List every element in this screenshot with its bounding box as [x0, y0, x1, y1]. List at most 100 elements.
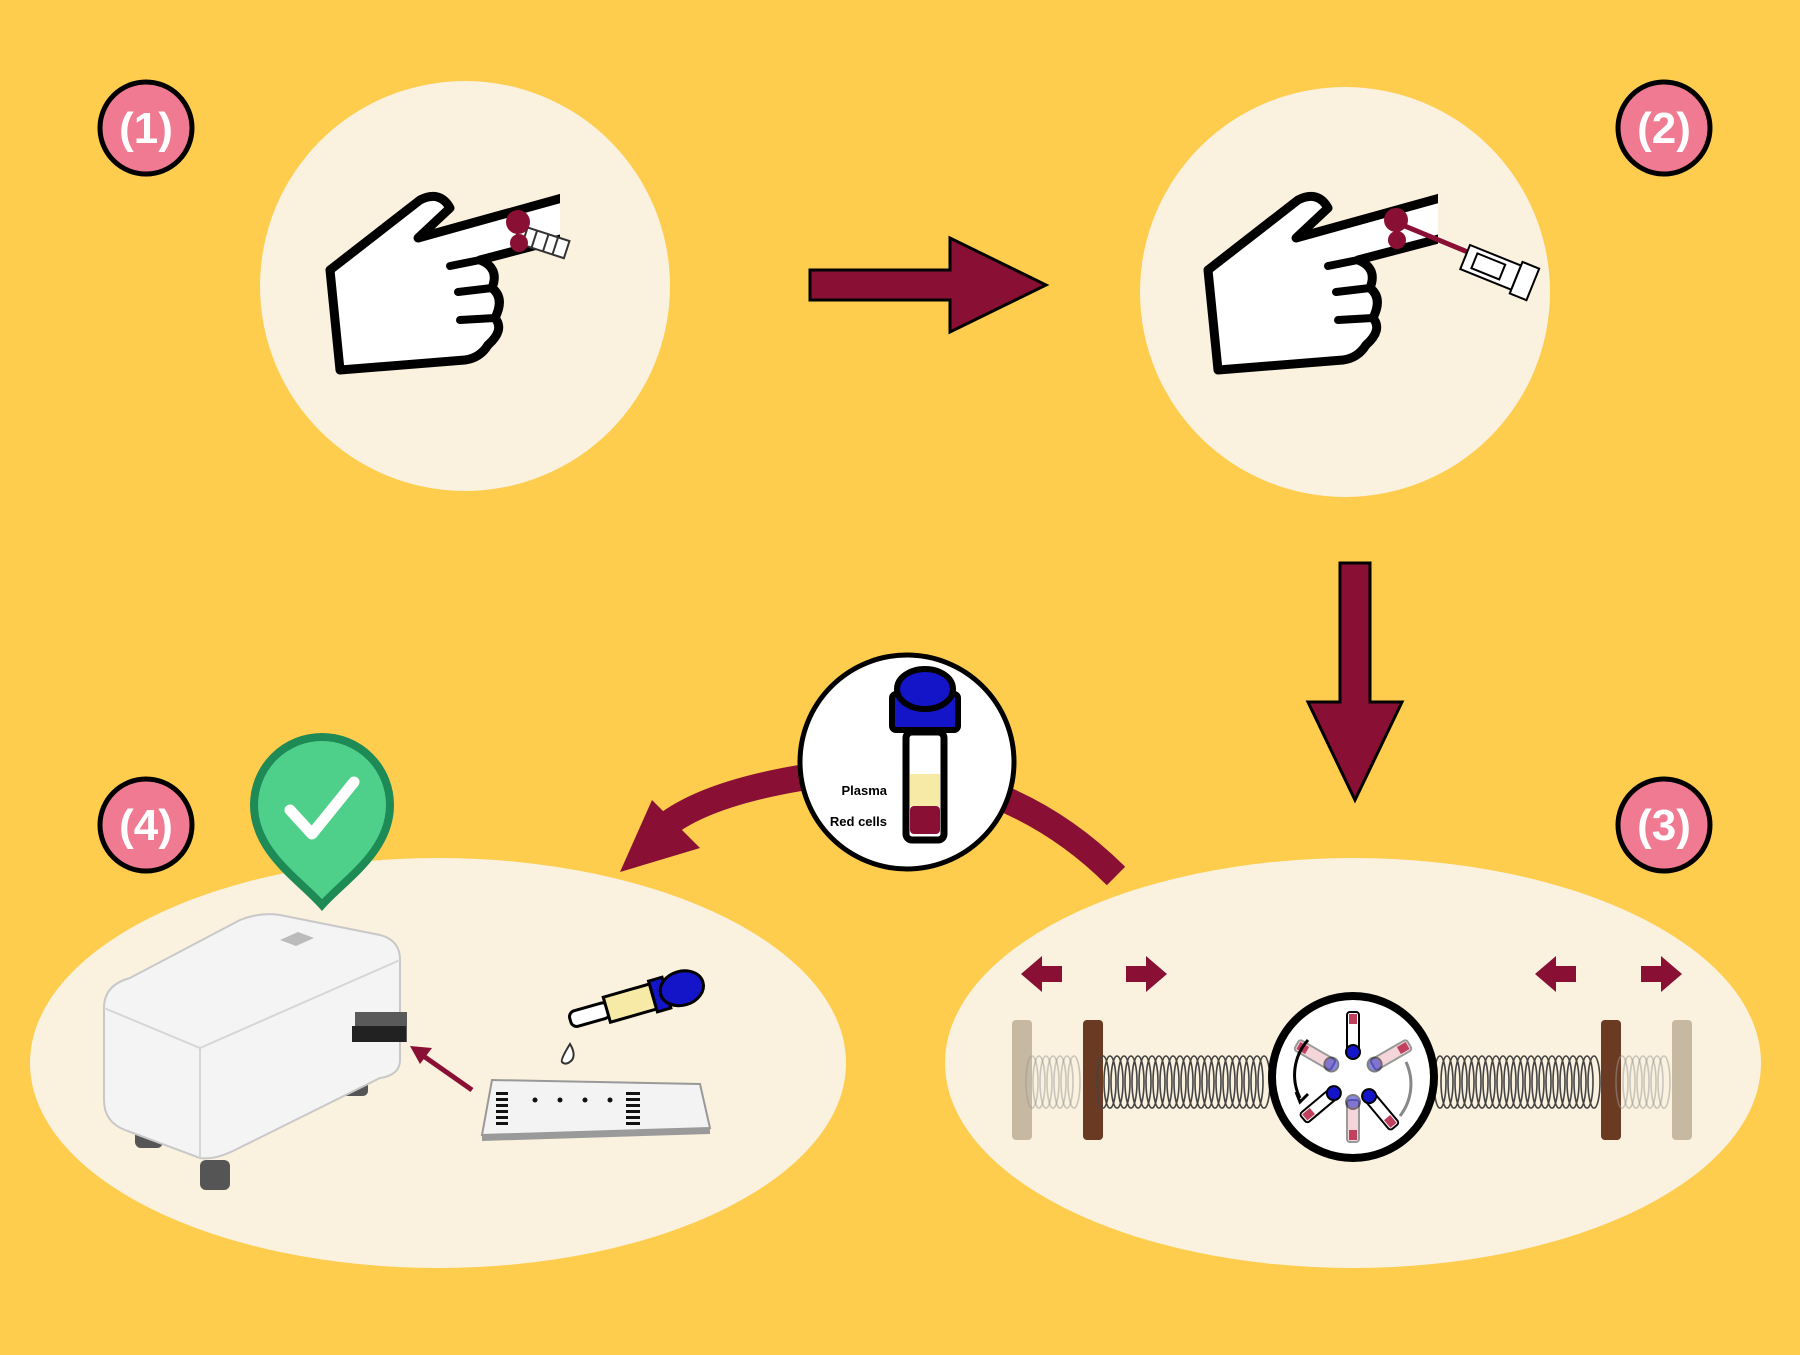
spring-coil: [1573, 1055, 1587, 1109]
spring-coil: [1503, 1055, 1517, 1109]
blood-drop-icon: [1384, 208, 1408, 249]
spring-coil: [1152, 1055, 1166, 1109]
strip-bar: [496, 1098, 508, 1101]
spring-coil: [1067, 1055, 1081, 1109]
spring-coil: [1215, 1055, 1229, 1109]
spring-coil: [1243, 1055, 1257, 1109]
rotor-tube: [1361, 1088, 1400, 1131]
step-2-panel: [1140, 87, 1550, 497]
spring-coil: [1222, 1055, 1236, 1109]
spring-coil: [1538, 1055, 1552, 1109]
spring-coil: [1552, 1055, 1566, 1109]
spring-coil: [1173, 1055, 1187, 1109]
spring-coil: [1440, 1055, 1454, 1109]
spring-coil: [1482, 1055, 1496, 1109]
check-marker-icon: [249, 733, 395, 912]
tube-inset: Plasma Red cells: [797, 652, 1017, 872]
spring-coil: [1096, 1055, 1110, 1109]
spring-coil: [1629, 1055, 1643, 1109]
step-number: (3): [1637, 801, 1691, 850]
blood-drop-icon: [506, 210, 530, 252]
spring-coil: [1545, 1055, 1559, 1109]
spring-coil: [1145, 1055, 1159, 1109]
spring-coil: [1046, 1055, 1060, 1109]
left-arrow-icon: [1021, 956, 1576, 992]
spring-coil: [1124, 1055, 1138, 1109]
lancet-icon: [513, 223, 571, 260]
spring-coil: [1138, 1055, 1152, 1109]
spring-coil: [1201, 1055, 1215, 1109]
spring-coil: [1053, 1055, 1067, 1109]
spring-coil: [1636, 1055, 1650, 1109]
spring-coil: [1650, 1055, 1664, 1109]
capillary-tube-icon: [1394, 219, 1541, 302]
spring-icon: [1025, 1055, 1671, 1109]
spring-coil: [1208, 1055, 1222, 1109]
spring-coil: [1060, 1055, 1074, 1109]
strip-well: [607, 1097, 613, 1103]
red-cells-label: Red cells: [830, 814, 887, 829]
strip-bar: [626, 1092, 640, 1095]
rotor-tube: [1345, 1011, 1361, 1060]
strip-bar: [626, 1116, 640, 1119]
dropper-icon: [560, 969, 705, 1065]
strip-bar: [496, 1092, 508, 1095]
spring-coil: [1187, 1055, 1201, 1109]
spring-coil: [1468, 1055, 1482, 1109]
reader-device-icon: [103, 913, 407, 1190]
step-badge-1: (1): [97, 79, 195, 177]
spring-coil: [1566, 1055, 1580, 1109]
spring-coil: [1250, 1055, 1264, 1109]
spring-coil: [1131, 1055, 1145, 1109]
plasma-label: Plasma: [841, 783, 887, 798]
spring-coil: [1580, 1055, 1594, 1109]
spring-coil: [1025, 1055, 1039, 1109]
spring-coil: [1159, 1055, 1173, 1109]
spring-coil: [1236, 1055, 1250, 1109]
strip-bar: [626, 1110, 640, 1113]
strip-bar: [496, 1116, 508, 1119]
spring-coil: [1615, 1055, 1629, 1109]
right-arrow-icon: [1126, 956, 1682, 992]
strip-bar: [626, 1098, 640, 1101]
spring-coil: [1039, 1055, 1053, 1109]
spring-coil: [1531, 1055, 1545, 1109]
spring-coil: [1510, 1055, 1524, 1109]
step-number: (2): [1637, 104, 1691, 153]
strip-bar: [626, 1122, 640, 1125]
step-number: (1): [119, 104, 173, 153]
spring-coil: [1447, 1055, 1461, 1109]
spring-coil: [1117, 1055, 1131, 1109]
spring-coil: [1103, 1055, 1117, 1109]
strip-well: [532, 1097, 538, 1103]
spring-coil: [1032, 1055, 1046, 1109]
step-4-panel: [30, 733, 846, 1268]
insert-arrow-icon: [410, 1046, 474, 1093]
strip-well: [557, 1097, 563, 1103]
spring-coil: [1643, 1055, 1657, 1109]
step-badge-4: (4): [97, 776, 195, 874]
post-icon: [1012, 1020, 1692, 1140]
step-badge-3: (3): [1615, 776, 1713, 874]
spring-coil: [1524, 1055, 1538, 1109]
step-badge-2: (2): [1615, 79, 1713, 177]
spring-coil: [1559, 1055, 1573, 1109]
spring-coil: [1475, 1055, 1489, 1109]
strip-bar: [496, 1110, 508, 1113]
spring-coil: [1229, 1055, 1243, 1109]
step-number: (4): [119, 801, 173, 850]
strip-bar: [496, 1104, 508, 1107]
spring-coil: [1110, 1055, 1124, 1109]
spring-coil: [1489, 1055, 1503, 1109]
step-3-panel: [945, 858, 1761, 1268]
spring-coil: [1166, 1055, 1180, 1109]
spring-coil: [1622, 1055, 1636, 1109]
spring-coil: [1454, 1055, 1468, 1109]
spring-coil: [1180, 1055, 1194, 1109]
spring-coil: [1657, 1055, 1671, 1109]
spring-coil: [1496, 1055, 1510, 1109]
spring-coil: [1461, 1055, 1475, 1109]
spring-coil: [1194, 1055, 1208, 1109]
test-strip-icon: [480, 1078, 712, 1141]
